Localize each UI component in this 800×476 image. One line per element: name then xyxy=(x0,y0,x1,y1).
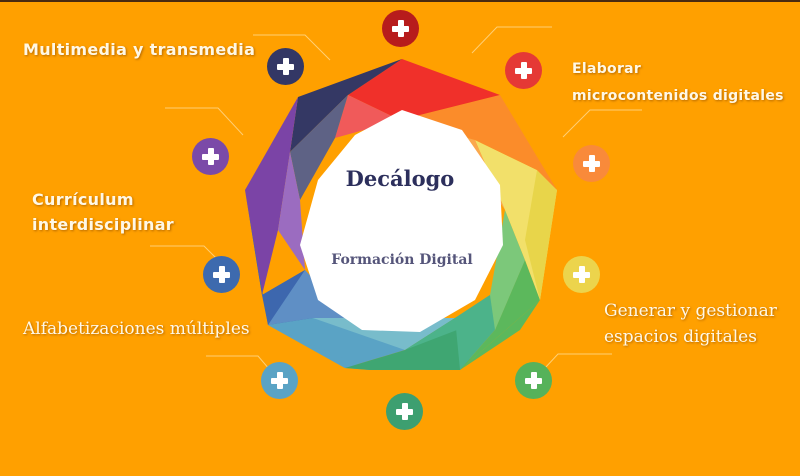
plus-icon xyxy=(402,403,408,420)
top-border xyxy=(0,0,800,2)
center-hub xyxy=(300,110,503,332)
plus-icon xyxy=(219,266,225,283)
expand-button-orange[interactable] xyxy=(573,145,610,182)
expand-button-top[interactable] xyxy=(382,10,419,47)
expand-button-teal[interactable] xyxy=(386,393,423,430)
expand-button-yellow[interactable] xyxy=(563,256,600,293)
label-generar-line2: espacios digitales xyxy=(604,327,757,347)
label-curriculum-line2: interdisciplinar xyxy=(32,215,174,234)
plus-icon xyxy=(531,372,537,389)
plus-icon xyxy=(208,148,214,165)
label-curriculum-line1: Currículum xyxy=(32,190,134,209)
plus-icon xyxy=(398,20,404,37)
plus-icon xyxy=(579,266,585,283)
expand-button-alfabetizaciones[interactable] xyxy=(261,362,298,399)
plus-icon xyxy=(283,58,289,75)
center-subtitle: Formación Digital xyxy=(331,252,473,268)
expand-button-curriculum[interactable] xyxy=(203,256,240,293)
label-elaborar-line2: microcontenidos digitales xyxy=(572,88,784,104)
label-elaborar-line1: Elaborar xyxy=(572,61,642,77)
plus-icon xyxy=(589,155,595,172)
label-multimedia: Multimedia y transmedia xyxy=(23,40,256,59)
expand-button-multimedia[interactable] xyxy=(267,48,304,85)
label-generar-line1: Generar y gestionar xyxy=(604,301,777,321)
plus-icon xyxy=(521,62,527,79)
expand-button-generar[interactable] xyxy=(515,362,552,399)
plus-icon xyxy=(277,372,283,389)
center-title: Decálogo xyxy=(345,166,455,191)
label-alfabetizaciones: Alfabetizaciones múltiples xyxy=(23,319,250,339)
expand-button-elaborar[interactable] xyxy=(505,52,542,89)
expand-button-purple[interactable] xyxy=(192,138,229,175)
